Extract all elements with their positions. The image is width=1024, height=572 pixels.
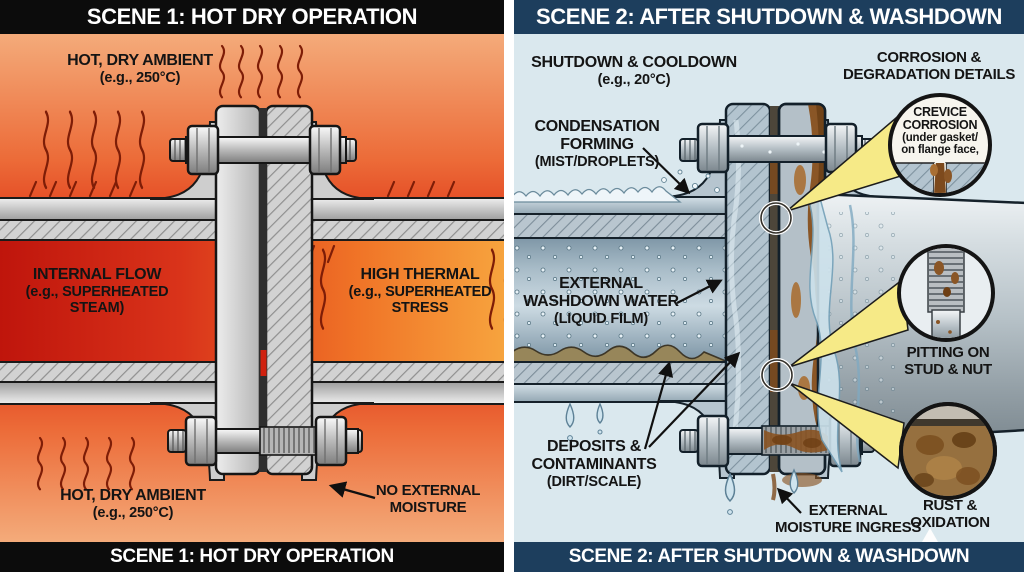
nut — [314, 415, 348, 467]
scene1-illustration — [0, 0, 512, 572]
label-line: (LIQUID FILM) — [553, 311, 649, 328]
gasket — [770, 106, 779, 472]
label-internal-flow: INTERNAL FLOW (e.g., SUPERHEATED STEAM) — [26, 266, 169, 317]
label-line: EXTERNAL — [808, 502, 888, 519]
threaded-stud-rusty — [761, 425, 831, 456]
gasket — [259, 108, 267, 472]
water-drip — [724, 472, 736, 503]
annotation-arrows — [642, 147, 802, 514]
water-drip — [565, 402, 575, 428]
label-corrosion-degradation-details: CORROSION & DEGRADATION DETAILS — [842, 49, 1016, 84]
detail-circle-crevice-corrosion — [888, 93, 992, 197]
label-line: HIGH THERMAL — [360, 266, 480, 283]
condensation-arrow — [642, 147, 691, 195]
flange-joint — [214, 104, 314, 476]
deposit-band — [512, 344, 729, 363]
label-line: (under gasket/ — [902, 132, 978, 145]
label-line: CREVICE — [913, 105, 967, 119]
nut — [184, 415, 218, 467]
label-line: WASHDOWN WATER — [523, 293, 679, 311]
scene2-illustration — [512, 0, 1024, 572]
label-line: HOT, DRY AMBIENT — [60, 487, 206, 504]
scene2-banner-text: SCENE 2: AFTER SHUTDOWN & WASHDOWN — [568, 546, 970, 567]
ingress-arrow — [776, 487, 802, 514]
label-line: MOISTURE — [389, 498, 467, 516]
label-line: (e.g., SUPERHEATED — [348, 284, 492, 301]
water-drip — [789, 468, 799, 494]
label-condensation-forming: CONDENSATION FORMING (MIST/DROPLETS) — [535, 118, 660, 171]
label-rust-oxidation: RUST & OXIDATION — [910, 497, 990, 532]
detail-circle-rust — [899, 402, 997, 500]
washdown-arrow — [676, 279, 723, 304]
label-shutdown-cooldown: SHUTDOWN & COOLDOWN (e.g., 20°C) — [531, 54, 737, 88]
nut — [696, 122, 730, 174]
threaded-stud — [259, 426, 319, 456]
condensation-mist — [512, 169, 720, 203]
deposits-arrow — [648, 351, 741, 448]
marker-circle-bottom — [760, 358, 794, 392]
scene1-banner-text: SCENE 1: HOT DRY OPERATION — [110, 546, 394, 567]
label-line: (e.g., 20°C) — [597, 72, 671, 89]
scene2-banner-text: SCENE 2: AFTER SHUTDOWN & WASHDOWN — [536, 4, 1002, 29]
bolt-bottom — [167, 415, 363, 467]
marker-circle-top — [759, 201, 793, 235]
label-line: DEGRADATION DETAILS — [842, 65, 1016, 83]
label-line: EXTERNAL — [559, 275, 643, 292]
label-no-external-moisture: NO EXTERNAL MOISTURE — [375, 482, 481, 517]
label-line: CONTAMINANTS — [531, 456, 657, 474]
water-drip — [596, 402, 604, 424]
label-hot-dry-ambient-top: HOT, DRY AMBIENT (e.g., 250°C) — [67, 52, 213, 86]
pipe-left — [512, 119, 885, 479]
label-line: RUST & — [922, 497, 978, 514]
label-crevice-corrosion: CREVICE CORROSION (under gasket/ on flan… — [901, 105, 979, 157]
label-line: CORROSION — [902, 118, 978, 133]
label-line: STUD & NUT — [904, 360, 992, 378]
label-line: STRESS — [391, 300, 449, 317]
label-external-moisture-ingress: EXTERNAL MOISTURE INGRESS — [774, 502, 922, 537]
scene1-banner-text: SCENE 1: HOT DRY OPERATION — [86, 4, 418, 29]
label-line: DEPOSITS & — [547, 438, 641, 455]
bolt-top — [169, 124, 357, 176]
label-line: (e.g., 250°C) — [99, 70, 181, 87]
label-line: HOT, DRY AMBIENT — [67, 52, 213, 69]
label-line: CONDENSATION — [534, 118, 660, 135]
detail-circle-pitting — [897, 244, 995, 342]
nut — [308, 124, 342, 176]
label-line: (MIST/DROPLETS) — [534, 154, 660, 171]
label-deposits-contaminants: DEPOSITS & CONTAMINANTS (DIRT/SCALE) — [532, 438, 657, 491]
scene1-bottom-banner: SCENE 1: HOT DRY OPERATION — [0, 542, 504, 572]
no-moisture-arrow — [328, 481, 376, 500]
water-film-droplets — [512, 244, 726, 356]
label-line: (DIRT/SCALE) — [546, 474, 642, 491]
label-line: PITTING ON — [906, 344, 990, 361]
label-line: STEAM) — [69, 300, 125, 317]
label-line: (e.g., SUPERHEATED — [25, 284, 169, 301]
label-line: (e.g., 250°C) — [92, 505, 174, 522]
callout-beams — [759, 116, 909, 470]
label-line: FORMING — [560, 136, 634, 154]
watermark-triangle — [922, 528, 938, 542]
label-line: OXIDATION — [910, 513, 990, 531]
deposits-arrow — [643, 361, 674, 450]
label-line: CORROSION & — [876, 49, 982, 66]
label-line: on flange face, — [901, 144, 979, 157]
label-pitting-stud-nut: PITTING ON STUD & NUT — [904, 344, 992, 379]
label-line: NO EXTERNAL — [375, 482, 481, 499]
scene2-bottom-banner: SCENE 2: AFTER SHUTDOWN & WASHDOWN — [514, 542, 1024, 572]
label-line: INTERNAL FLOW — [32, 266, 162, 283]
label-line: MOISTURE INGRESS — [774, 518, 922, 536]
scene2-top-banner: SCENE 2: AFTER SHUTDOWN & WASHDOWN — [514, 0, 1024, 34]
label-external-washdown-water: EXTERNAL WASHDOWN WATER (LIQUID FILM) — [523, 275, 679, 328]
label-hot-dry-ambient-bottom: HOT, DRY AMBIENT (e.g., 250°C) — [60, 487, 206, 521]
nut — [696, 414, 730, 468]
scene-divider — [504, 0, 514, 572]
label-line: SHUTDOWN & COOLDOWN — [531, 54, 737, 71]
scene1-top-banner: SCENE 1: HOT DRY OPERATION — [0, 0, 504, 34]
nut — [186, 124, 220, 176]
label-high-thermal-stress: HIGH THERMAL (e.g., SUPERHEATED STRESS — [349, 266, 492, 317]
